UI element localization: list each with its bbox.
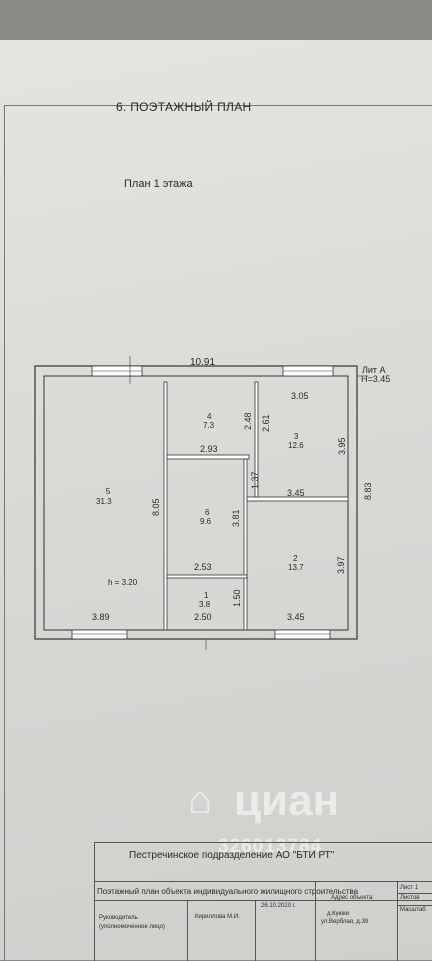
dim-1-50: 1.50: [232, 589, 242, 607]
dim-3-95: 3.95: [337, 437, 347, 455]
dim-3-97: 3.97: [336, 556, 346, 574]
sheets-label: Листов: [400, 895, 420, 901]
room-5-area: 31.3: [96, 497, 112, 506]
room-3-area: 12.6: [288, 441, 304, 450]
organization-name: Пестречинское подразделение АО "БТИ РТ": [129, 850, 335, 861]
cian-brand-text: циан: [234, 776, 340, 825]
dim-2-61: 2.61: [261, 414, 271, 432]
dim-overall-width: 10.91: [190, 357, 216, 368]
manager-role: Руководитель (уполномоченное лицо): [99, 915, 165, 930]
manager-name: Кириллова М.И.: [195, 914, 240, 920]
wall-room5-right: [163, 381, 168, 631]
wall-room1-top: [166, 574, 248, 579]
room-3-number: 3: [294, 432, 299, 441]
room-2-number: 2: [293, 554, 298, 563]
document-title: Поэтажный план объекта индивидуального ж…: [97, 887, 359, 896]
room-4-number: 4: [207, 412, 212, 421]
room-4-area: 7.3: [203, 421, 215, 430]
window-bottom-left: [71, 629, 128, 640]
wall-room4-bottom: [166, 454, 250, 460]
wall-room6-right: [243, 458, 248, 631]
dim-8-05: 8.05: [151, 498, 161, 516]
floor-label: План 1 этажа: [124, 178, 193, 190]
cian-logo-icon: ⌂: [188, 778, 213, 822]
room-6-area: 9.6: [200, 517, 212, 526]
room-height-label: h = 3.20: [108, 578, 138, 587]
dim-2-53: 2.53: [194, 562, 212, 572]
dim-2-93: 2.93: [200, 444, 218, 454]
room-5-number: 5: [105, 487, 111, 496]
cian-watermark: ⌂ циан 326013784: [188, 770, 388, 880]
scale-label: Масштаб: [400, 907, 426, 913]
dim-3-81: 3.81: [231, 509, 241, 527]
room-1-area: 3.8: [199, 600, 211, 609]
height-main-label: H=3.45: [361, 374, 391, 384]
address-line1: д.Куюки: [327, 911, 350, 917]
sheet-label: Лист 1: [400, 885, 419, 891]
dim-3-05: 3.05: [291, 391, 309, 401]
dim-2-50: 2.50: [194, 612, 212, 622]
inner-wall-outline: [43, 375, 349, 631]
wall-room2-top: [246, 496, 349, 502]
room-6-number: 6: [205, 508, 210, 517]
dim-overall-depth: 8.83: [363, 482, 373, 500]
window-bottom-right: [274, 629, 331, 640]
dim-1-37: 1.37: [250, 471, 260, 489]
dim-3-45-top: 3.45: [287, 488, 305, 498]
dim-3-89: 3.89: [92, 612, 110, 622]
lit-label: Лит А: [362, 365, 386, 375]
dim-2-48: 2.48: [243, 412, 253, 430]
room-2-area: 13.7: [288, 563, 304, 572]
address-line2: ул.Верблая, д.39: [321, 919, 369, 925]
address-label: Адрес объекта:: [331, 895, 374, 901]
section-heading: 6. ПОЭТАЖНЫЙ ПЛАН: [116, 100, 252, 114]
dim-3-45-bottom: 3.45: [287, 612, 305, 622]
title-block: Пестречинское подразделение АО "БТИ РТ" …: [94, 842, 432, 961]
document-date: 26.10.2020 г.: [261, 903, 296, 909]
outer-wall-outline: [34, 365, 358, 640]
document-frame: [4, 105, 432, 961]
room-1-number: 1: [204, 591, 209, 600]
paper-sheet: [0, 40, 432, 960]
cian-listing-id: 326013784: [218, 836, 323, 857]
